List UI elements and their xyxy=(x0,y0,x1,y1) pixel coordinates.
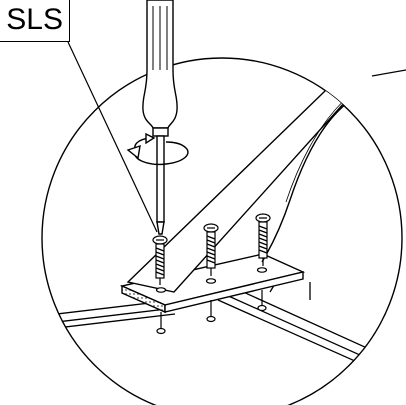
screw xyxy=(255,213,271,266)
plate-hole-group xyxy=(155,267,268,293)
nut xyxy=(257,304,267,312)
callout-leader-line xyxy=(67,41,158,233)
plate-hole xyxy=(205,278,217,284)
nut xyxy=(206,315,216,323)
nut-group xyxy=(156,290,267,335)
frame-rail-right xyxy=(217,281,402,391)
detail-leader-line xyxy=(371,69,406,77)
nut xyxy=(156,327,166,335)
plate-hole xyxy=(256,267,268,273)
plate-hole xyxy=(155,287,167,293)
detail-circle xyxy=(41,57,403,405)
rotate-arrow-icon xyxy=(126,132,189,166)
screwdriver-icon xyxy=(142,0,178,235)
callout-label: SLS xyxy=(0,0,70,42)
screw xyxy=(203,223,219,276)
screw xyxy=(152,235,168,285)
